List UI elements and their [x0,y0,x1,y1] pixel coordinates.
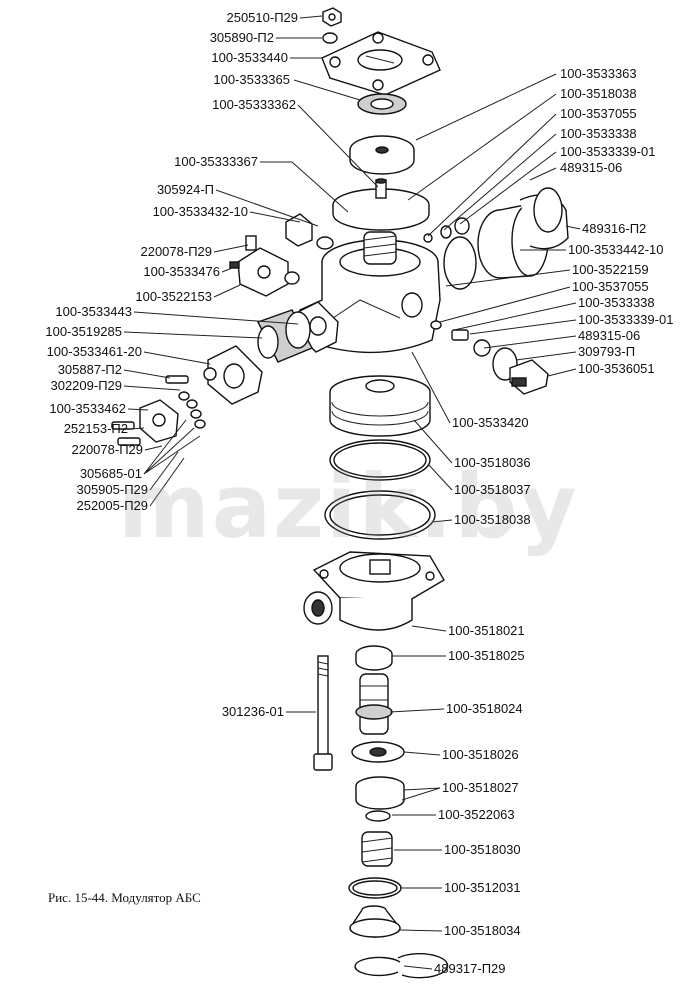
part-label: 100-3518037 [454,482,531,497]
seal-ring-part [357,93,407,115]
bolt-part [313,655,333,771]
part-label: 100-3522063 [438,807,515,822]
part-label: 100-3518038 [560,86,637,101]
watermark-text: mazik.by [118,455,579,558]
part-label: 100-3533363 [560,66,637,81]
spring-part [363,231,397,265]
nut-part [322,7,342,27]
valve-stack-part [355,673,393,735]
seat-part [355,645,393,671]
part-label: 252153-П2 [63,421,128,436]
part-label: 305685-01 [79,466,142,481]
connector-part [229,235,300,297]
valve-body-part [303,551,445,631]
part-label: 100-3518025 [448,648,525,663]
part-label: 489315-06 [560,160,623,175]
part-label: 100-3518021 [448,623,525,638]
part-label: 252005-П29 [76,498,148,513]
ring-a-part [329,439,431,481]
part-label: 100-3537055 [572,279,649,294]
part-label: 100-3533420 [452,415,529,430]
part-label: 305924-П [156,182,214,197]
part-label: 100-3533338 [578,295,655,310]
part-label: 100-3533442-10 [568,242,664,257]
leader-lines [123,15,581,970]
part-label: 100-35333367 [174,154,258,169]
lower-spring-part [361,831,393,867]
part-label: 100-3533440 [211,50,288,65]
part-label: 100-3533443 [55,304,132,319]
part-label: 220078-П29 [140,244,212,259]
part-label: 100-3518030 [444,842,521,857]
part-label: 305887-П2 [57,362,122,377]
part-label: 309793-П [578,344,636,359]
part-label: 100-3533365 [213,72,290,87]
part-label: 100-3522153 [135,289,212,304]
snap-ring-part [354,952,449,979]
part-label: 100-3519285 [45,324,122,339]
part-label: 489316-П2 [582,221,647,236]
part-label: 301236-01 [221,704,284,719]
part-label: 100-3518036 [454,455,531,470]
piston-part [332,178,430,231]
figure-caption: Рис. 15-44. Модулятор АБС [48,890,201,905]
ring-c-part [348,877,402,899]
part-label: 489317-П29 [434,961,506,976]
cup-part [355,776,405,822]
part-label: 305905-П29 [76,482,148,497]
part-label: 100-3518027 [442,780,519,795]
part-label: 100-3533462 [49,401,126,416]
part-label: 100-3512031 [444,880,521,895]
part-label: 100-3533461-20 [46,344,142,359]
part-label: 305890-П2 [209,30,274,45]
part-label: 100-3533432-10 [152,204,248,219]
fitting-part [285,213,334,250]
part-label: 100-3518038 [454,512,531,527]
filter-part [477,187,569,279]
diaphragm-part [349,135,415,175]
part-label: 100-3518034 [444,923,521,938]
part-label: 220078-П29 [71,442,143,457]
right-orings-part [423,217,477,290]
part-label: 100-3533339-01 [578,312,674,327]
part-label: 100-3533339-01 [560,144,656,159]
spring-washer-part [322,32,338,44]
part-label: 302209-П29 [50,378,122,393]
part-label: 100-3533338 [560,126,637,141]
part-label: 100-35333362 [212,97,296,112]
diaphragm-large-part [329,375,431,437]
part-label: 100-3533476 [143,264,220,279]
screws-part [111,375,206,446]
ring-b-part [324,490,436,540]
part-label: 100-3518024 [446,701,523,716]
part-label: 489315-06 [578,328,641,343]
bushing-part [349,905,401,938]
part-label: 100-3537055 [560,106,637,121]
part-label: 250510-П29 [226,10,298,25]
lower-right-fittings-part [430,320,549,395]
solenoid-part [257,309,313,363]
cover-plate-part [321,31,441,96]
part-label: 100-3536051 [578,361,655,376]
plug-part [139,399,179,443]
part-label: 100-3518026 [442,747,519,762]
flange-part [203,345,263,405]
washer-part [351,741,405,763]
part-label: 100-3522159 [572,262,649,277]
